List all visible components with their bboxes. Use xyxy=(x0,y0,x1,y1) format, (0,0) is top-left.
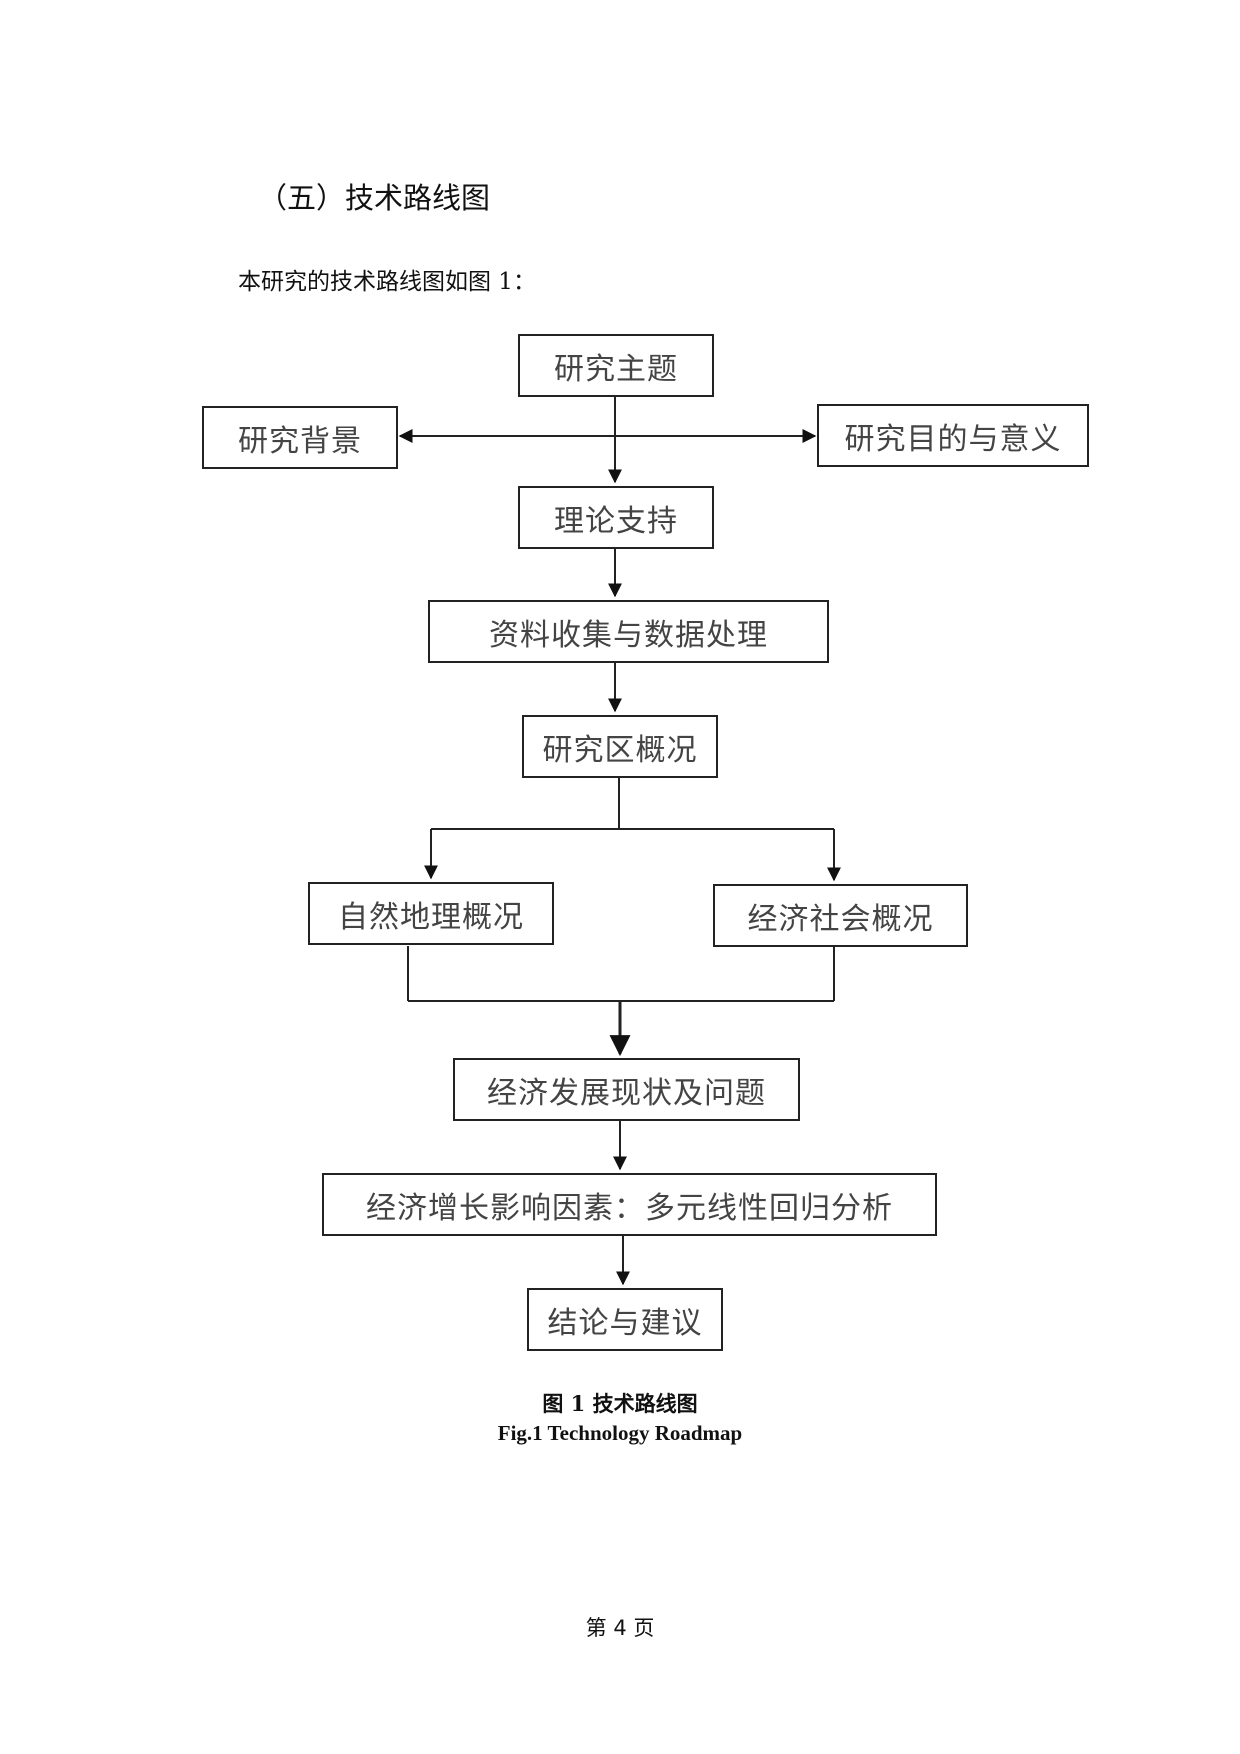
node-growth-factors: 经济增长影响因素：多元线性回归分析 xyxy=(322,1173,937,1236)
intro-text: 本研究的技术路线图如图 1： xyxy=(238,269,536,295)
node-development-status: 经济发展现状及问题 xyxy=(453,1058,800,1121)
page-number: 第 4 页 xyxy=(585,1616,655,1640)
node-research-purpose: 研究目的与意义 xyxy=(817,404,1089,467)
figure-caption-english: Fig.1 Technology Roadmap xyxy=(497,1421,743,1445)
figure-caption-chinese: 图 1 技术路线图 xyxy=(542,1391,698,1416)
node-natural-geography: 自然地理概况 xyxy=(308,882,554,945)
node-research-topic: 研究主题 xyxy=(518,334,714,397)
node-socioeconomic: 经济社会概况 xyxy=(713,884,968,947)
node-research-background: 研究背景 xyxy=(202,406,398,469)
section-heading: （五）技术路线图 xyxy=(258,181,491,215)
node-theory-support: 理论支持 xyxy=(518,486,714,549)
node-data-collection: 资料收集与数据处理 xyxy=(428,600,829,663)
node-study-area: 研究区概况 xyxy=(522,715,718,778)
node-conclusion: 结论与建议 xyxy=(527,1288,723,1351)
